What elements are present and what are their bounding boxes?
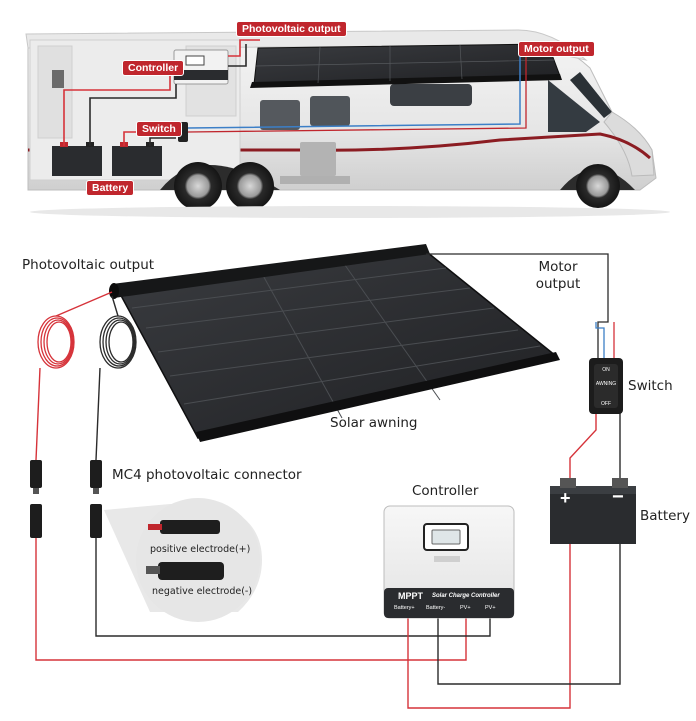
red-cable-coil: [37, 315, 75, 369]
label-motor-output-1: Motor: [538, 259, 578, 275]
callout-motor-output: Motor output: [518, 41, 595, 57]
switch-on-text: ON: [602, 367, 610, 373]
callout-photovoltaic-output: Photovoltaic output: [236, 21, 347, 37]
black-cable-coil: [99, 315, 137, 369]
label-solar-awning: Solar awning: [330, 415, 418, 431]
controller-terminal-2: Battery-: [426, 605, 446, 611]
callout-controller: Controller: [122, 60, 185, 76]
label-battery: Battery: [640, 508, 690, 524]
controller-terminal-3: PV+: [460, 605, 471, 611]
controller-brand: MPPT: [398, 591, 424, 601]
callout-switch: Switch: [136, 121, 182, 137]
controller-terminal-1: Battery+: [394, 605, 415, 611]
callout-battery: Battery: [86, 180, 135, 196]
controller-terminal-4: PV+: [485, 605, 496, 611]
solar-awning-panel: [109, 244, 560, 442]
switch-off-text: OFF: [601, 401, 611, 407]
label-motor-output-2: output: [535, 276, 581, 292]
label-controller: Controller: [412, 483, 479, 499]
label-switch: Switch: [628, 378, 673, 394]
label-photovoltaic-output: Photovoltaic output: [22, 257, 155, 273]
label-mc4-connector: MC4 photovoltaic connector: [112, 467, 302, 483]
switch-awning-text: AWNING: [595, 381, 617, 387]
battery-device: [550, 478, 636, 544]
battery-plus-symbol: +: [560, 488, 571, 508]
label-positive-electrode: positive electrode(+): [150, 544, 251, 555]
battery-minus-symbol: −: [612, 486, 624, 508]
label-negative-electrode: negative electrode(-): [152, 586, 253, 597]
controller-device: [383, 505, 515, 619]
mc4-connectors: [30, 460, 102, 538]
switch-device: [589, 358, 623, 414]
controller-title: Solar Charge Controller: [432, 593, 500, 599]
